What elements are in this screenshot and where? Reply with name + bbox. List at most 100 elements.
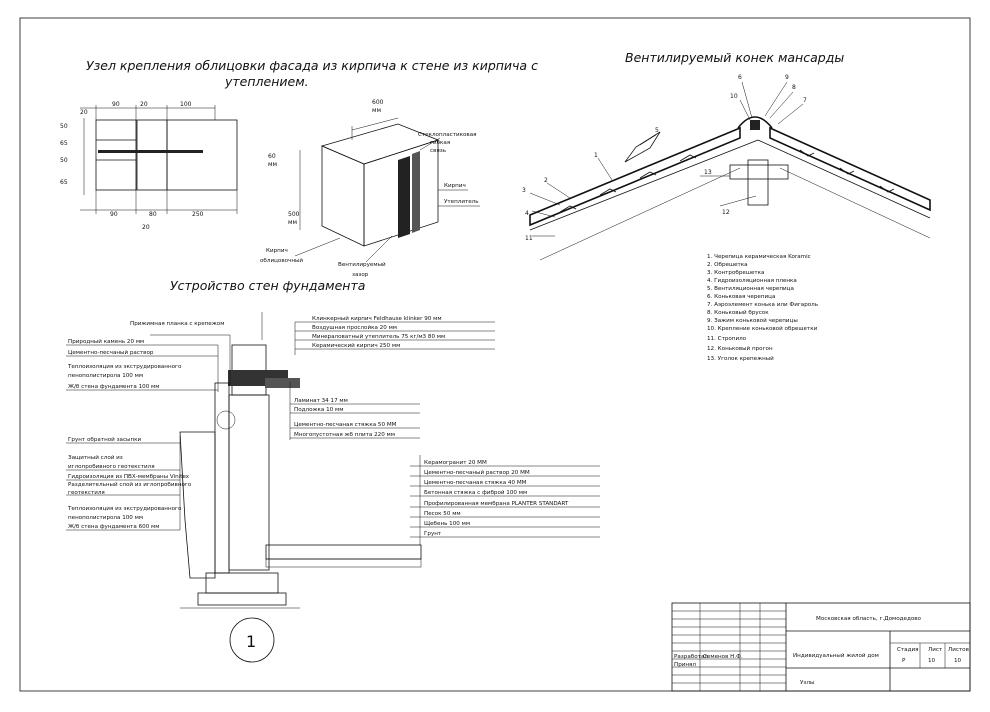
legend-item: 6. Коньковая черепица xyxy=(707,294,775,300)
callout-number: 7 xyxy=(803,97,807,104)
callout-number: 1 xyxy=(594,152,598,159)
legend-item: 13. Уголок крепежный xyxy=(707,355,774,362)
dim-label: 60 xyxy=(268,153,276,160)
dim-label: мм xyxy=(288,219,297,226)
section-marker-circle xyxy=(229,617,275,663)
plinth-layer-text: Цементно-песчаный раствор xyxy=(68,349,154,356)
basement-layer-text: Щебень 100 мм xyxy=(424,521,470,527)
wall-layer-text: Минераловатный утеплитель 75 кг/м3 80 мм xyxy=(312,333,445,340)
callout-floor-layers: Ламинат 34 17 мм Подложка 10 мм Цементно… xyxy=(289,382,420,440)
legend-item: 11. Стропило xyxy=(707,336,747,342)
label-insulation: Утеплитель xyxy=(444,199,479,205)
title-block-sheet-label: Лист xyxy=(928,647,943,653)
title-block-checked: Принял xyxy=(674,662,696,668)
floor-layer-text: Ламинат 34 17 мм xyxy=(294,398,348,404)
dim-label: 500 xyxy=(288,211,300,218)
dim-label: 100 xyxy=(180,101,192,108)
detail-ridge: Вентилируемый конек мансарды 2 3 4 11 1 … xyxy=(522,50,931,362)
callout-number: 9 xyxy=(785,74,789,81)
dim-label: мм xyxy=(268,161,277,168)
legend-item: 4. Гидроизоляционная пленка xyxy=(707,278,797,284)
callout-number: 6 xyxy=(738,74,742,81)
soil-layer-text: Разделительный слой из иглопробивного xyxy=(68,481,192,488)
title-block-project: Индивидуальный жилой дом xyxy=(793,652,879,659)
dim-label: 20 xyxy=(80,109,88,116)
wall-layer-text: Клинкерный кирпич Feldhause klinker 90 м… xyxy=(312,315,442,322)
foundation-blocks xyxy=(228,394,270,571)
soil-layer-text: Защитный слой из xyxy=(68,454,123,461)
label-glass-tie: Стеклопластиковая xyxy=(418,132,477,138)
callout-wall-layers: Клинкерный кирпич Feldhause klinker 90 м… xyxy=(261,312,495,355)
floor-layer-text: Многопустотная жб плита 220 мм xyxy=(294,432,395,438)
legend-item: 5. Вентиляционная черепица xyxy=(707,286,794,292)
legend-item: 10. Крепление коньковой обрешетки xyxy=(707,325,818,332)
basement-layer-text: Бетонная стяжка с фиброй 100 мм xyxy=(424,489,527,496)
floor-layer-text: Подложка 10 мм xyxy=(294,407,343,413)
soil-layer-text: Гидроизоляция из ПВХ-мембраны Vinitex xyxy=(68,474,190,480)
basement-layer-text: Грунт xyxy=(424,531,442,537)
main-wall-section xyxy=(166,119,238,191)
title-block-location: Московская область, г.Домодедово xyxy=(816,616,922,622)
dim-label: 90 xyxy=(110,211,118,218)
insulation-section xyxy=(136,119,168,191)
basement-layer-text: Песок 50 мм xyxy=(424,511,461,517)
dim-label: 250 xyxy=(192,211,204,218)
dim-label: 50 xyxy=(60,123,68,130)
soil-layer-text: геотекстиля xyxy=(68,490,105,496)
dim-label: 90 xyxy=(112,101,120,108)
soil-layer-text: пенополистирола 100 мм xyxy=(68,515,143,521)
facing-brick-section xyxy=(95,119,137,191)
plinth-layer-text: Природный камень 20 мм xyxy=(68,338,144,345)
title-block-developed: Разработал xyxy=(674,654,708,660)
callout-basement-floor: Керамогранит 20 ММ Цементно-песчаный рас… xyxy=(410,455,600,545)
callout-number: 10 xyxy=(730,93,738,100)
label-glass-tie: связь xyxy=(430,148,446,154)
detail-foundation: Устройство стен фундамента 1 Прижимная п… xyxy=(66,278,600,663)
legend-item: 7. Аэроэлемент конька или Фигароль xyxy=(707,302,818,308)
callout-number: 11 xyxy=(525,235,533,242)
callout-number: 3 xyxy=(522,187,526,194)
basement-layer-text: Цементно-песчаная стяжка 40 ММ xyxy=(424,480,527,486)
title-block-stage: Р xyxy=(902,658,906,664)
detail-brick-block: 600 мм 60 мм 500 мм Стеклопластиковая ги… xyxy=(260,99,480,278)
plinth-layer-text: Ж/б стена фундамента 100 мм xyxy=(68,384,160,390)
label-vent-gap: Вентилируемый xyxy=(338,261,386,268)
title-block-sheet-name: Узлы xyxy=(800,680,814,686)
legend-item: 8. Коньковый брусок xyxy=(707,309,769,316)
legend-item: 9. Зажим коньковой черепицы xyxy=(707,317,798,324)
title-block-sheet: 10 xyxy=(928,658,936,664)
insulation-layer xyxy=(398,156,410,238)
basement-layer-text: Профилированная мембрана PLANTER STANDAR… xyxy=(424,501,569,507)
plinth-layer-text: Теплоизоляция из экструдированного xyxy=(67,364,182,370)
callout-plinth: Природный камень 20 мм Цементно-песчаный… xyxy=(66,338,219,392)
soil-layer-text: Грунт обратной засыпки xyxy=(68,436,141,443)
footing xyxy=(205,572,279,594)
plinth-layer-text: пенополистирола 100 мм xyxy=(68,373,143,379)
dim-label: 20 xyxy=(142,224,150,231)
label-glass-tie: гибкая xyxy=(430,140,450,146)
wall-layer-text: Воздушная прослойка 20 мм xyxy=(312,324,397,331)
title-block: Московская область, г.Домодедово Индивид… xyxy=(671,602,971,692)
section-marker-label: 1 xyxy=(246,632,256,651)
legend-item: 12. Коньковый прогон xyxy=(707,345,773,352)
callout-circle xyxy=(216,410,236,430)
soil-layer-text: Ж/б стена фундамента 600 мм xyxy=(68,524,160,530)
ridge-beam xyxy=(747,159,769,206)
tie-rod xyxy=(98,150,203,153)
soil-layer-text: Теплоизоляция из экструдированного xyxy=(67,506,182,512)
title-block-sheets: 10 xyxy=(954,658,962,664)
ridge-legend: 1. Черепица керамическая Koramic 2. Обре… xyxy=(707,254,818,362)
label-brick: Кирпич xyxy=(444,183,466,189)
title-block-author: Семенов Н.Ф. xyxy=(703,654,743,660)
callout-number: 8 xyxy=(792,84,796,91)
floor-layer-text: Цементно-песчаная стяжка 50 ММ xyxy=(294,422,397,428)
basement-layer-text: Цементно-песчаный раствор 20 ММ xyxy=(424,469,530,476)
callout-number: 12 xyxy=(722,209,730,216)
wall-layer-text: Керамический кирпич 250 мм xyxy=(312,342,400,349)
dim-label: 65 xyxy=(60,179,68,186)
title-facade-line2: утеплением. xyxy=(224,74,309,89)
soil-layer-text: иглопробивного геотекстиля xyxy=(68,464,155,470)
title-ridge: Вентилируемый конек мансарды xyxy=(625,50,844,65)
